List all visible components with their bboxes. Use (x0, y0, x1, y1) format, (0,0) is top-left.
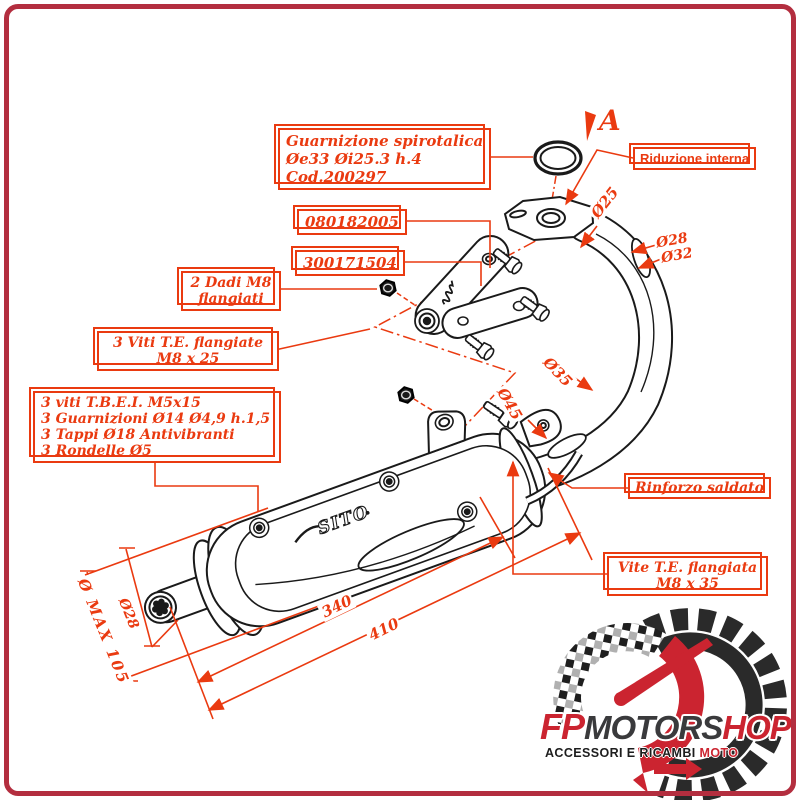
flanged-nut (395, 384, 417, 406)
dim-line-d28-tail (125, 548, 153, 648)
leader-code-top (389, 220, 491, 268)
callout-line: 3 Rondelle Ø5 (41, 443, 152, 459)
bracket-script (441, 280, 454, 305)
leader-viti-tbei (154, 459, 259, 512)
callout-text: Rinforzo saldato (635, 480, 764, 496)
flanged-nut (377, 277, 399, 299)
tail-cap (143, 590, 177, 624)
fpmotorshop-logo-art (553, 608, 787, 800)
tagline-arrow (654, 758, 702, 780)
callout-text: 080182005 (305, 213, 399, 231)
callout-rinforzo: Rinforzo saldato (624, 473, 771, 499)
fpmotorshop-brand-text: FPMOTORSHOP (540, 706, 792, 748)
callout-line: M8 x 35 (656, 576, 719, 592)
extension-line (151, 619, 179, 648)
exhaust-flange (503, 195, 595, 242)
arrow-d45 (527, 419, 548, 440)
callout-line: Vite T.E. flangiata (617, 560, 758, 576)
callout-vite-te: Vite T.E. flangiata M8 x 35 (603, 552, 768, 596)
callout-viti-te: 3 Viti T.E. flangiate M8 x 25 (93, 327, 279, 371)
leader-code-bottom (389, 261, 482, 286)
callout-viti-tbei: 3 viti T.B.E.I. M5x15 3 Guarnizioni Ø14 … (29, 387, 281, 463)
gasket-ring (533, 140, 583, 176)
callout-text: 300171504 (303, 254, 397, 272)
callout-line: 3 Tappi Ø18 Antivibranti (41, 427, 235, 443)
callout-riduzione: Riduzione interna (628, 143, 757, 170)
callout-line: 3 viti T.B.E.I. M5x15 (41, 395, 201, 411)
extension-line (169, 606, 214, 720)
needle-hub (614, 692, 628, 706)
gear-ring (654, 632, 763, 778)
arrow-d32 (637, 256, 662, 269)
tagline-accent: MOTO (699, 746, 739, 760)
callout-line: Øe33 Øi25.3 h.4 (286, 150, 422, 168)
callout-line: M8 x 25 (156, 351, 220, 367)
callout-line: 2 Dadi M8 (190, 275, 272, 291)
callout-line: Cod.200297 (286, 168, 387, 186)
speedo-red-arc (638, 636, 705, 773)
logo-tagline: ACCESSORI E RICAMBI MOTO (545, 746, 738, 760)
brand-motors: MOTORS (584, 709, 723, 746)
callout-text: Riduzione interna (640, 151, 750, 166)
view-a-label: A (599, 104, 621, 137)
muffler-mount-tab (427, 410, 467, 455)
leader-rinforzo (547, 472, 628, 489)
extension-line (547, 467, 593, 561)
bolt-m8x25 (461, 330, 498, 364)
callout-code-080182005: 080182005 (293, 205, 407, 235)
speedo-needle (616, 638, 713, 704)
leader-viti-te (274, 328, 371, 351)
arrow-d35 (574, 376, 594, 391)
tagline-text: ACCESSORI E RICAMBI (545, 746, 696, 760)
callout-guarnizione: Guarnizione spirotalica Øe33 Øi25.3 h.4 … (273, 124, 492, 190)
extension-line (125, 599, 336, 679)
brand-fp: FP (540, 706, 585, 747)
leader-riduzione (565, 149, 634, 206)
arrow-d28 (630, 241, 657, 255)
speedo-arc-tip (633, 773, 648, 793)
callout-line: Guarnizione spirotalica (286, 132, 484, 150)
view-a-arrow (585, 111, 596, 141)
callout-code-300171504: 300171504 (291, 246, 405, 276)
checkered-flag-arc (553, 623, 666, 728)
callout-dadi: 2 Dadi M8 flangiati (177, 267, 281, 311)
brand-hop: HOP (722, 709, 792, 746)
callout-line: flangiati (198, 291, 264, 307)
callout-line: 3 Guarnizioni Ø14 Ø4,9 h.1,5 (41, 411, 271, 427)
arrow-d25 (580, 225, 598, 249)
callout-line: 3 Viti T.E. flangiate (112, 335, 264, 351)
extension-line (84, 507, 269, 576)
gear-teeth (642, 608, 787, 800)
mounting-bracket (414, 235, 539, 339)
